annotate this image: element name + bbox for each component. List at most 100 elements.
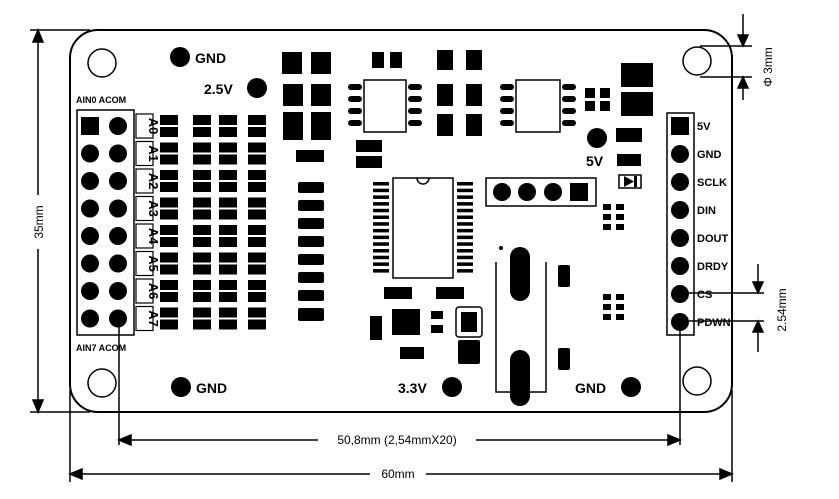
resistor (298, 200, 324, 211)
analog-input-label: A2 (146, 173, 161, 190)
passive-pad (219, 197, 237, 208)
resistor (298, 218, 324, 229)
mounting-hole-bottom-left (87, 368, 117, 398)
acom-pin (109, 227, 127, 245)
analog-input-label: A1 (146, 145, 161, 162)
passive-pad (193, 154, 211, 165)
passive-pad (193, 292, 211, 302)
passive-pad (219, 170, 237, 180)
ic-soic-left (348, 79, 422, 133)
passive-pad (193, 319, 211, 330)
resistor (298, 236, 324, 247)
passive-pad (219, 252, 237, 263)
resistor (298, 254, 324, 265)
passive-pad (160, 319, 178, 330)
passive-pad (219, 127, 237, 137)
passive-pad (248, 154, 266, 165)
passive-pad (219, 225, 237, 235)
passive-pad (193, 307, 211, 318)
bottom-mid-parts (370, 287, 480, 364)
dimension-width-label: 60mm (381, 467, 414, 481)
analog-input-label: A7 (146, 310, 161, 327)
mounting-hole-top-left (87, 48, 117, 78)
header-pin (671, 145, 689, 163)
analog-pin (81, 199, 99, 218)
passive-pad (160, 154, 178, 165)
passive-pad (193, 237, 211, 247)
passive-pad (193, 115, 211, 125)
passive-pad (193, 182, 211, 192)
header-pin (671, 173, 689, 191)
passive-pad (193, 209, 211, 220)
dimension-height-label: 35mm (32, 205, 46, 238)
resistor (298, 290, 324, 301)
passive-pad (248, 127, 266, 137)
header-pin-label: GND (697, 149, 722, 161)
analog-input-label: A0 (146, 118, 161, 135)
mounting-hole-bottom-right (682, 366, 712, 396)
crystal (495, 246, 547, 406)
dimension-hole (700, 14, 752, 100)
passive-pad (160, 182, 178, 192)
analog-label-box (135, 140, 154, 167)
passive-pad (248, 237, 266, 247)
passive-pad (219, 307, 237, 318)
acom-pin (109, 144, 127, 163)
gnd-pad-top (170, 47, 190, 67)
analog-input-label: A3 (146, 200, 161, 217)
gnd-label-top: GND (195, 50, 226, 66)
v25-pad (247, 78, 267, 98)
dimension-pin-pitch-label: 2.54mm (775, 288, 789, 331)
passive-pad (160, 197, 178, 208)
passive-pad (160, 237, 178, 247)
passive-pad (248, 170, 266, 180)
passive-pad (193, 280, 211, 290)
passive-pad (219, 154, 237, 165)
passive-pad (160, 142, 178, 153)
passive-pad (248, 115, 266, 125)
main-header-pins (671, 117, 689, 331)
analog-input-label: A5 (146, 255, 161, 272)
passive-pad (248, 209, 266, 220)
analog-pin (81, 309, 99, 328)
header-pin-square (671, 117, 689, 135)
analog-pin (81, 227, 99, 245)
acom-pin (109, 172, 127, 190)
analog-pin (81, 254, 99, 273)
passive-pad (248, 225, 266, 235)
passive-pad (248, 280, 266, 290)
header-pin-label: DIN (697, 205, 716, 217)
analog-label-box (135, 250, 154, 277)
passive-pad (219, 319, 237, 330)
header-pin (671, 201, 689, 219)
acom-pin (109, 309, 127, 328)
passive-pad (219, 280, 237, 290)
acom-pin (109, 282, 127, 300)
header-pin (671, 229, 689, 247)
dimension-hole-label: Φ 3mm (761, 47, 775, 87)
v33-label: 3.3V (398, 380, 427, 396)
passive-pad (219, 264, 237, 275)
passive-pad (160, 252, 178, 263)
passive-pad (248, 307, 266, 318)
analog-pin-square (81, 117, 99, 135)
v5-pad (587, 128, 607, 148)
v33-pad (442, 377, 462, 397)
gnd-pad-bottom-left (171, 377, 191, 397)
dimension-pin-pitch (681, 264, 765, 352)
main-adc-ic (373, 177, 473, 279)
passive-pad (160, 115, 178, 125)
header-pin (671, 285, 689, 303)
header-pin-label: DRDY (697, 261, 729, 273)
v25-label: 2.5V (204, 81, 233, 97)
diode (618, 174, 642, 189)
v5-label: 5V (586, 153, 604, 169)
analog-label-box (135, 305, 154, 332)
header-pin (671, 257, 689, 275)
passive-pad (193, 225, 211, 235)
passive-pad (160, 127, 178, 137)
analog-label-box (135, 168, 154, 194)
analog-input-label: A4 (146, 228, 161, 245)
